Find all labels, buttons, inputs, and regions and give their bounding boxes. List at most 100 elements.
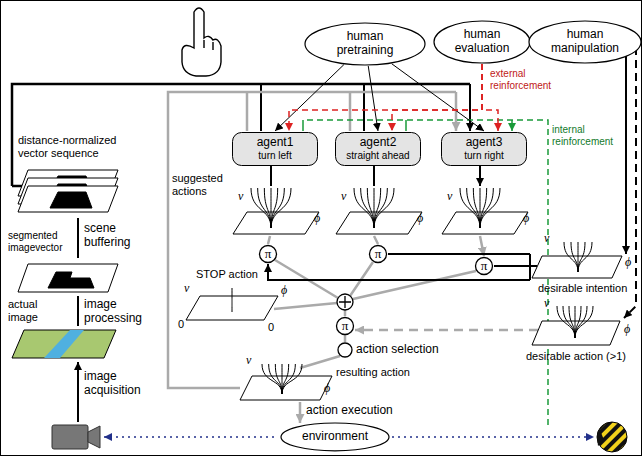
vector-stack — [18, 170, 118, 212]
node-text: agent1turn left — [257, 136, 294, 161]
selection-node — [338, 343, 352, 357]
agent-box: agent3turn right — [441, 132, 527, 166]
node-title: π — [342, 319, 349, 334]
axis-label: v — [246, 354, 251, 368]
human-ellipse: human pretraining — [304, 22, 426, 66]
node-title: human evaluation — [450, 28, 514, 56]
node-title: agent3 — [464, 136, 503, 150]
pretraining-arrow — [392, 64, 484, 131]
process-label: image acquisition — [84, 370, 164, 398]
product-circle: π — [475, 257, 493, 275]
environment-ellipse: environment — [280, 422, 390, 452]
data-label: segmented imagevector — [8, 230, 74, 253]
axis-label: ϕ — [624, 323, 630, 337]
data-label: suggested actions — [172, 172, 230, 197]
node-text: π — [342, 319, 349, 334]
axis-label: v — [544, 297, 549, 311]
plot-curves — [564, 242, 592, 272]
data-buses — [12, 84, 548, 425]
process-label: action selection — [356, 343, 439, 357]
data-label: actual image — [8, 298, 70, 323]
pretraining-arrow — [275, 65, 344, 131]
plot-curves — [232, 288, 233, 312]
node-text: human manipulation — [546, 28, 624, 56]
axis-label: 0 — [178, 318, 184, 331]
circle-outline — [337, 318, 354, 335]
node-subtitle: turn left — [257, 150, 294, 162]
axis-label: v — [184, 282, 189, 296]
process-label: action execution — [306, 404, 393, 418]
segmented-image — [18, 264, 118, 292]
action-plot — [186, 288, 278, 320]
node-text: human pretraining — [325, 30, 405, 58]
plot-plane — [233, 212, 319, 234]
camera-icon — [52, 425, 100, 449]
product-circle: π — [336, 317, 354, 335]
box-outline — [233, 133, 318, 166]
node-text: agent3turn right — [464, 136, 503, 161]
data-label: distance-normalized vector sequence — [18, 134, 130, 159]
circle-outline — [370, 246, 387, 263]
circle-outline — [476, 258, 493, 275]
reinforcement-arrow — [392, 64, 482, 131]
node-subtitle: straight ahead — [346, 150, 409, 162]
node-title: π — [265, 247, 272, 262]
agent-box: agent1turn left — [232, 132, 318, 166]
node-text: environment — [302, 430, 368, 444]
axis-label: ϕ — [324, 382, 330, 396]
node-text: π — [265, 247, 272, 262]
axis-label: ϕ — [417, 212, 423, 226]
data-label: STOP action — [196, 268, 258, 281]
axis-label: ϕ — [523, 212, 529, 226]
node-title: human manipulation — [546, 28, 624, 56]
plot-curves — [354, 188, 394, 228]
plot-curves — [460, 188, 500, 228]
node-text: π — [375, 247, 382, 262]
action-plot — [532, 242, 622, 278]
axis-label: 0 — [268, 321, 274, 334]
data-label: resulting action — [336, 366, 410, 379]
axis-label: ϕ — [281, 284, 287, 298]
ellipse-outline — [434, 21, 530, 63]
box-outline — [336, 133, 421, 166]
process-label: image processing — [84, 298, 162, 326]
node-title: π — [375, 247, 382, 262]
node-title: agent2 — [346, 136, 409, 150]
data-label: desirable action (>1) — [526, 350, 626, 363]
action-plot — [240, 364, 332, 400]
action-plot — [336, 188, 422, 234]
plot-curves — [262, 364, 302, 394]
product-circle: π — [259, 245, 277, 263]
plot-plane — [442, 212, 528, 234]
pointing-hand — [182, 8, 221, 76]
node-text: π — [481, 259, 488, 274]
human-ellipse: human evaluation — [433, 20, 531, 64]
reinforcement-label: internal reinforcement — [552, 124, 624, 147]
axis-label: v — [447, 190, 452, 204]
plot-curves — [251, 188, 291, 228]
flow-arrows — [78, 47, 636, 437]
axis-label: v — [341, 190, 346, 204]
pretraining-arrow — [368, 66, 378, 131]
human-ellipse: human manipulation — [528, 20, 642, 64]
sum-node — [337, 294, 353, 310]
plot-curves — [557, 306, 593, 338]
axis-label: v — [238, 190, 243, 204]
actual-image — [12, 330, 116, 358]
ellipse-outline — [281, 423, 389, 451]
process-label: scene buffering — [84, 222, 156, 250]
axis-label: ϕ — [314, 212, 320, 226]
action-plot — [532, 306, 620, 345]
data-label: desirable intention — [538, 282, 627, 295]
agent-box: agent2straight ahead — [335, 132, 421, 166]
action-plot — [233, 188, 319, 234]
reinforcement-label: external reinforcement — [490, 68, 556, 91]
ellipse-outline — [305, 23, 425, 65]
node-title: π — [481, 259, 488, 274]
node-title: agent1 — [257, 136, 294, 150]
axis-label: ϕ — [625, 256, 631, 270]
action-plot — [442, 188, 528, 234]
ellipse-outline — [529, 21, 641, 63]
